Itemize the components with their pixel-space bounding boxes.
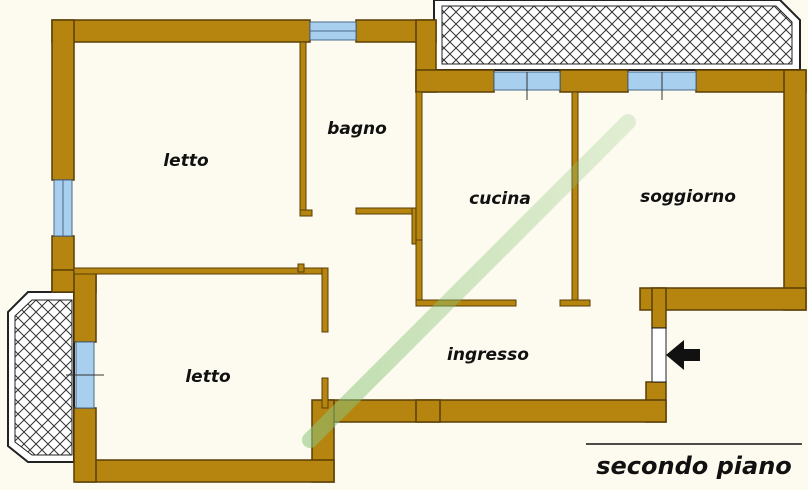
room-label-soggiorno: soggiorno <box>640 187 736 207</box>
interior-walls <box>73 41 591 409</box>
entrance-arrow-icon <box>666 340 700 370</box>
room-label-letto-top: letto <box>163 151 209 171</box>
floor-title: secondo piano <box>596 452 792 480</box>
room-label-ingresso: ingresso <box>447 345 529 365</box>
room-label-cucina: cucina <box>469 189 531 209</box>
room-label-letto-bottom: letto <box>185 367 231 387</box>
balcony-left <box>7 291 75 463</box>
exterior-walls <box>51 19 807 483</box>
windows <box>53 21 697 409</box>
room-label-bagno: bagno <box>327 119 387 139</box>
entrance-door <box>651 327 700 383</box>
balcony-top <box>433 0 801 71</box>
watermark-stripe <box>302 114 636 448</box>
